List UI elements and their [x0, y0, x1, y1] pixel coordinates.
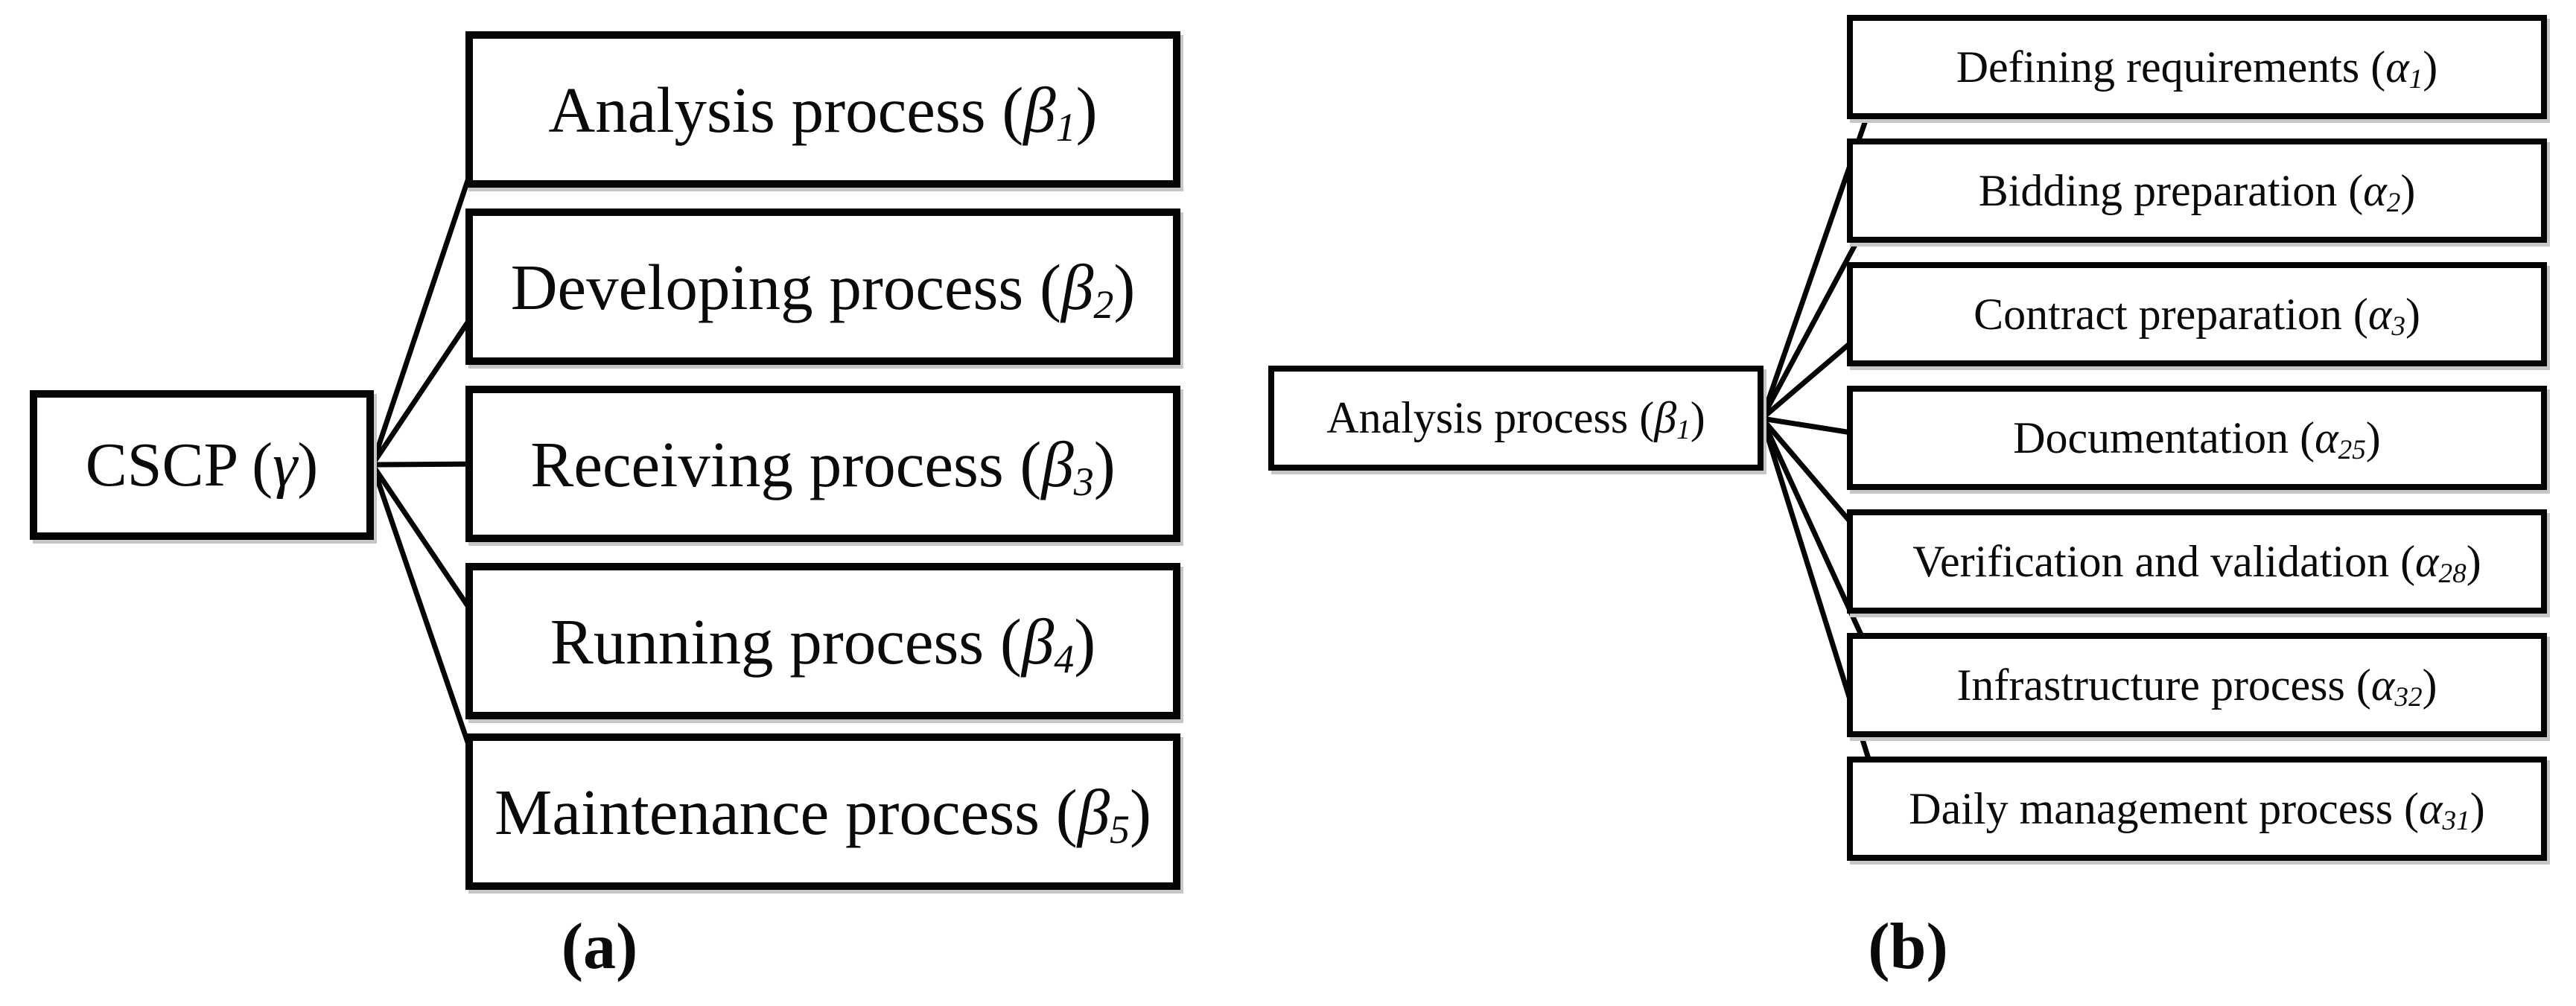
node-label: Developing process (β2): [510, 250, 1136, 327]
node-label: Verification and validation (α28): [1912, 536, 2481, 589]
child-node-bidding-preparation: Bidding preparation (α2): [1847, 139, 2547, 243]
greek-symbol: β2: [1061, 250, 1114, 327]
node-label: Infrastructure process (α32): [1956, 660, 2437, 713]
greek-symbol: α2: [2363, 165, 2401, 218]
connector-line: [1759, 417, 1887, 810]
child-node-analysis-process: Analysis process (β1): [465, 31, 1180, 188]
greek-symbol: α3: [2367, 289, 2405, 342]
node-label: Daily management process (α31): [1909, 783, 2485, 836]
node-label: Bidding preparation (α2): [1978, 165, 2416, 218]
greek-symbol: α31: [2419, 783, 2470, 836]
child-node-daily-management-process: Daily management process (α31): [1847, 757, 2547, 861]
child-node-documentation: Documentation (α25): [1847, 386, 2547, 490]
greek-symbol: γ: [273, 430, 298, 500]
node-label: Documentation (α25): [2013, 413, 2381, 465]
node-label: Maintenance process (β5): [494, 775, 1151, 852]
root-node-cscp: CSCP (γ): [30, 390, 374, 540]
node-label: CSCP (γ): [85, 430, 319, 500]
caption-b: (b): [1868, 911, 1948, 983]
caption-a: (a): [561, 911, 638, 983]
child-node-infrastructure-process: Infrastructure process (α32): [1847, 633, 2547, 737]
greek-symbol: β4: [1021, 605, 1075, 681]
node-label: Running process (β4): [550, 605, 1096, 681]
child-node-developing-process: Developing process (β2): [465, 208, 1180, 365]
child-node-running-process: Running process (β4): [465, 563, 1180, 719]
greek-symbol: β1: [1023, 73, 1076, 150]
node-label: Analysis process (β1): [548, 73, 1098, 150]
child-node-receiving-process: Receiving process (β3): [465, 386, 1180, 542]
connector-line: [1759, 66, 1887, 420]
node-label: Receiving process (β3): [530, 427, 1116, 504]
node-label: Analysis process (β1): [1326, 393, 1705, 446]
node-label: Defining requirements (α1): [1956, 42, 2438, 95]
greek-symbol: α28: [2415, 536, 2467, 589]
root-node-analysis-process: Analysis process (β1): [1268, 366, 1764, 471]
node-label: Contract preparation (α3): [1974, 289, 2420, 342]
child-node-maintenance-process: Maintenance process (β5): [465, 733, 1180, 890]
greek-symbol: β1: [1654, 393, 1691, 446]
child-node-contract-preparation: Contract preparation (α3): [1847, 262, 2547, 366]
child-node-defining-requirements: Defining requirements (α1): [1847, 15, 2547, 119]
greek-symbol: α1: [2385, 42, 2423, 95]
greek-symbol: β3: [1041, 427, 1094, 504]
greek-symbol: α32: [2370, 660, 2423, 713]
child-node-verification-and-validation: Verification and validation (α28): [1847, 509, 2547, 614]
greek-symbol: β5: [1077, 775, 1130, 852]
greek-symbol: α25: [2315, 413, 2366, 465]
